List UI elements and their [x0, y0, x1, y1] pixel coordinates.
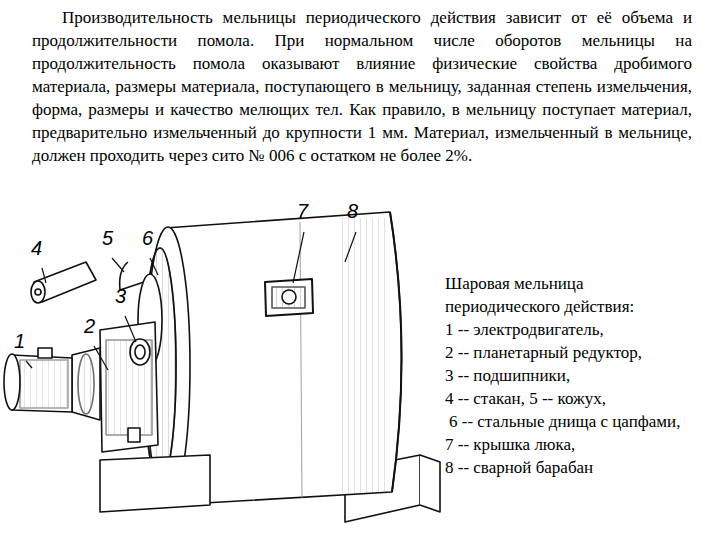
- callout-number: 3: [115, 285, 126, 307]
- callout-number: 4: [31, 237, 42, 259]
- part-list-item: 1 -- электродвигатель,: [445, 318, 604, 341]
- callout-number: 2: [84, 315, 95, 337]
- part-list-item: 3 -- подшипники,: [445, 364, 570, 387]
- callout-number: 5: [102, 227, 113, 249]
- legend-heading: Шаровая мельница периодического действия…: [445, 272, 675, 318]
- part-list-item: 6 -- стальные днища с цапфами,: [449, 410, 680, 433]
- part-list-item: 2 -- планетарный редуктор,: [445, 341, 642, 364]
- body-paragraph: Производительность мельницы периодическо…: [32, 6, 692, 167]
- part-list-item: 4 -- стакан, 5 -- кожух,: [445, 387, 606, 410]
- callout-number: 6: [142, 227, 153, 249]
- callout-number: 1: [14, 330, 25, 352]
- part-list-item: 8 -- сварной барабан: [445, 456, 593, 479]
- callout-number: 8: [347, 200, 358, 222]
- callout-number: 7: [297, 200, 308, 222]
- part-list-item: 7 -- крышка люка,: [445, 433, 575, 456]
